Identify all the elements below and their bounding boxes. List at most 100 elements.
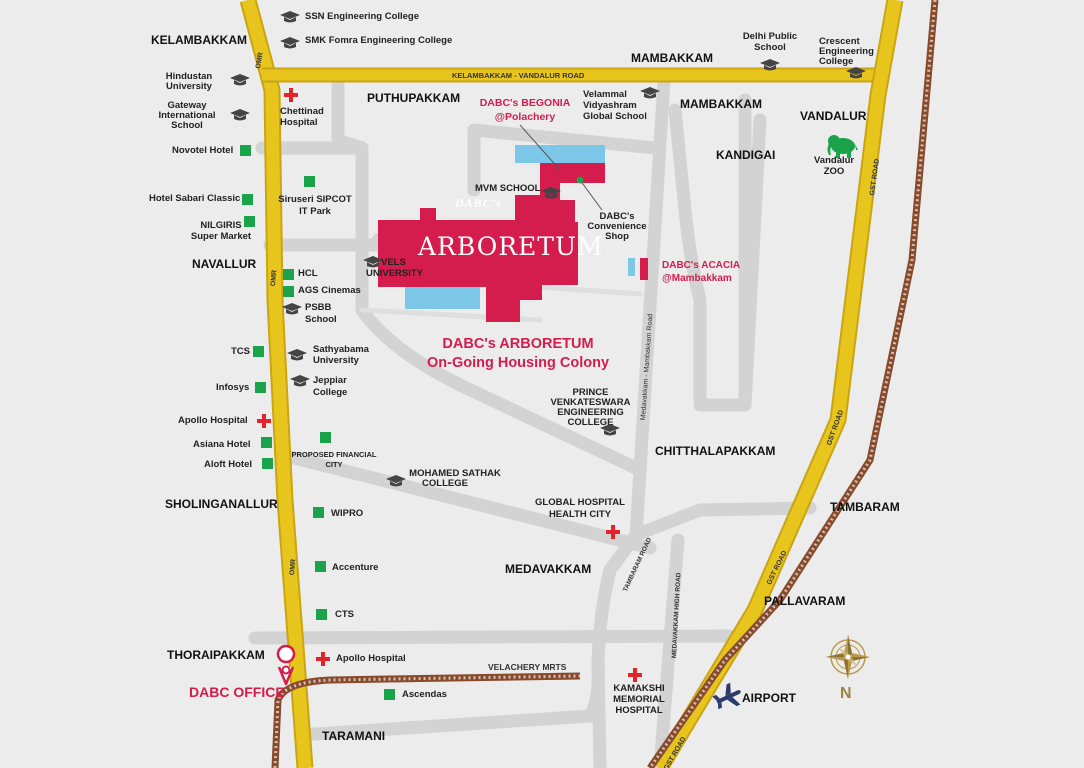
sipcot-label-2: IT Park xyxy=(299,206,331,217)
area-tambaram: TAMBARAM xyxy=(830,500,900,514)
sathyabama-label-2: University xyxy=(313,355,359,366)
nilgiris-marker xyxy=(244,216,255,227)
area-kandigai: KANDIGAI xyxy=(716,148,776,162)
asiana-label: Asiana Hotel xyxy=(193,439,251,450)
hindustan-label-1: Hindustan xyxy=(165,71,213,82)
ascendas-marker xyxy=(384,689,395,700)
psbb-label-1: PSBB xyxy=(305,302,332,313)
graduation-cap-icon xyxy=(230,108,250,122)
graduation-cap-icon xyxy=(760,58,780,72)
convenience-shop-label-2: Convenience xyxy=(587,221,647,232)
hospital-icon xyxy=(257,414,271,428)
dps-label-1: Delhi Public xyxy=(742,31,798,42)
convenience-shop-label-1: DABC's xyxy=(599,211,635,222)
graduation-cap-icon xyxy=(541,186,561,200)
sabari-label: Hotel Sabari Classic xyxy=(149,193,241,204)
convenience-shop-marker xyxy=(576,176,584,184)
hcl-label: HCL xyxy=(298,268,318,279)
mohamed-sathak-label-2: COLLEGE xyxy=(422,478,468,489)
area-chitthalapakkam: CHITTHALAPAKKAM xyxy=(655,444,776,458)
graduation-cap-icon xyxy=(363,255,383,269)
chettinad-label-2: Hospital xyxy=(280,117,318,128)
wipro-label: WIPRO xyxy=(331,508,364,519)
begonia-pointer xyxy=(519,124,561,171)
financial-city-label-1: PROPOSED FINANCIAL xyxy=(291,450,377,459)
financial-city-marker xyxy=(320,432,331,443)
crescent-label-1: Crescent xyxy=(819,36,860,47)
area-thoraipakkam: THORAIPAKKAM xyxy=(167,648,265,662)
tcs-marker xyxy=(253,346,264,357)
graduation-cap-icon xyxy=(386,474,406,488)
nilgiris-label-2: Super Market xyxy=(190,231,252,242)
hospital-icon xyxy=(316,652,330,666)
graduation-cap-icon xyxy=(290,374,310,388)
prince-label-4: COLLEGE xyxy=(567,417,614,428)
road-label-velachery-mrts: VELACHERY MRTS xyxy=(488,662,567,672)
cts-label: CTS xyxy=(335,609,354,620)
minor-road-begonia xyxy=(467,123,662,155)
hcl-marker xyxy=(283,269,294,280)
crescent-label-2: Engineering xyxy=(819,46,874,57)
acacia-project-label: DABC's ACACIA xyxy=(662,260,741,271)
compass-north-label: N xyxy=(840,685,852,702)
zoo-label-2: ZOO xyxy=(823,166,845,177)
dps-label-2: School xyxy=(754,42,786,53)
mohamed-sathak-label-1: MOHAMED SATHAK xyxy=(409,468,501,479)
graduation-cap-icon xyxy=(287,348,307,362)
road-label-kelambakkam-vandalur: KELAMBAKKAM - VANDALUR ROAD xyxy=(452,71,585,80)
area-pallavaram: PALLAVARAM xyxy=(764,594,846,608)
infosys-marker xyxy=(255,382,266,393)
minor-road-kandigai xyxy=(668,103,767,412)
railway-sleepers-mrts xyxy=(273,674,581,768)
psbb-label-2: School xyxy=(305,314,337,325)
aloft-label: Aloft Hotel xyxy=(204,459,253,470)
accenture-label: Accenture xyxy=(332,562,379,573)
crescent-label-3: College xyxy=(819,56,854,67)
prince-label-2: VENKATESWARA xyxy=(550,397,631,408)
area-medavakkam: MEDAVAKKAM xyxy=(505,562,592,576)
acacia-plot xyxy=(640,258,648,280)
omr-road xyxy=(241,0,312,768)
hospital-icon xyxy=(628,668,642,682)
minor-road-tambaram-east xyxy=(629,501,817,542)
railways xyxy=(271,0,939,768)
area-vandalur: VANDALUR xyxy=(800,109,867,123)
cts-marker xyxy=(316,609,327,620)
begonia-location-label: @Polachery xyxy=(494,111,556,123)
graduation-cap-icon xyxy=(846,66,866,80)
vels-label-1: VELS xyxy=(381,257,406,268)
project-plots xyxy=(378,163,648,322)
prince-label-3: ENGINEERING xyxy=(557,407,624,418)
hindustan-label-2: University xyxy=(166,81,212,92)
water-bodies xyxy=(405,145,635,309)
kamakshi-label-3: HOSPITAL xyxy=(615,705,663,716)
area-puthupakkam: PUTHUPAKKAM xyxy=(367,91,461,105)
area-navallur: NAVALLUR xyxy=(192,257,257,271)
smk-college-label: SMK Fomra Engineering College xyxy=(305,35,453,46)
road-label-omr-bottom: OMR xyxy=(289,558,298,576)
minor-road-taramani xyxy=(293,653,605,742)
velammal-label-1: Velammal xyxy=(583,89,627,100)
arboretum-subheadline: On-Going Housing Colony xyxy=(426,355,610,371)
ascendas-label: Ascendas xyxy=(402,689,447,700)
convenience-shop-label-3: Shop xyxy=(605,231,629,242)
wipro-marker xyxy=(313,507,324,518)
arboretum-headline: DABC's ARBORETUM xyxy=(442,336,594,352)
aloft-marker xyxy=(262,458,273,469)
graduation-cap-icon xyxy=(280,36,300,50)
begonia-plot xyxy=(540,163,605,183)
hospital-icon xyxy=(606,525,620,539)
ssn-college-label: SSN Engineering College xyxy=(305,11,420,22)
chettinad-label-1: Chettinad xyxy=(280,106,324,117)
arboretum-brand: DABC's xyxy=(455,196,502,210)
accenture-marker xyxy=(315,561,326,572)
lake-arboretum xyxy=(405,287,480,309)
nilgiris-label-1: NILGIRIS xyxy=(200,220,242,231)
global-hospital-label-2: HEALTH CITY xyxy=(548,509,612,520)
tcs-label: TCS xyxy=(231,346,250,357)
gateway-label-3: School xyxy=(171,120,203,131)
minor-road-thoraipakkam xyxy=(248,629,737,645)
airplane-icon xyxy=(712,682,741,710)
velammal-label-3: Global School xyxy=(583,111,647,122)
